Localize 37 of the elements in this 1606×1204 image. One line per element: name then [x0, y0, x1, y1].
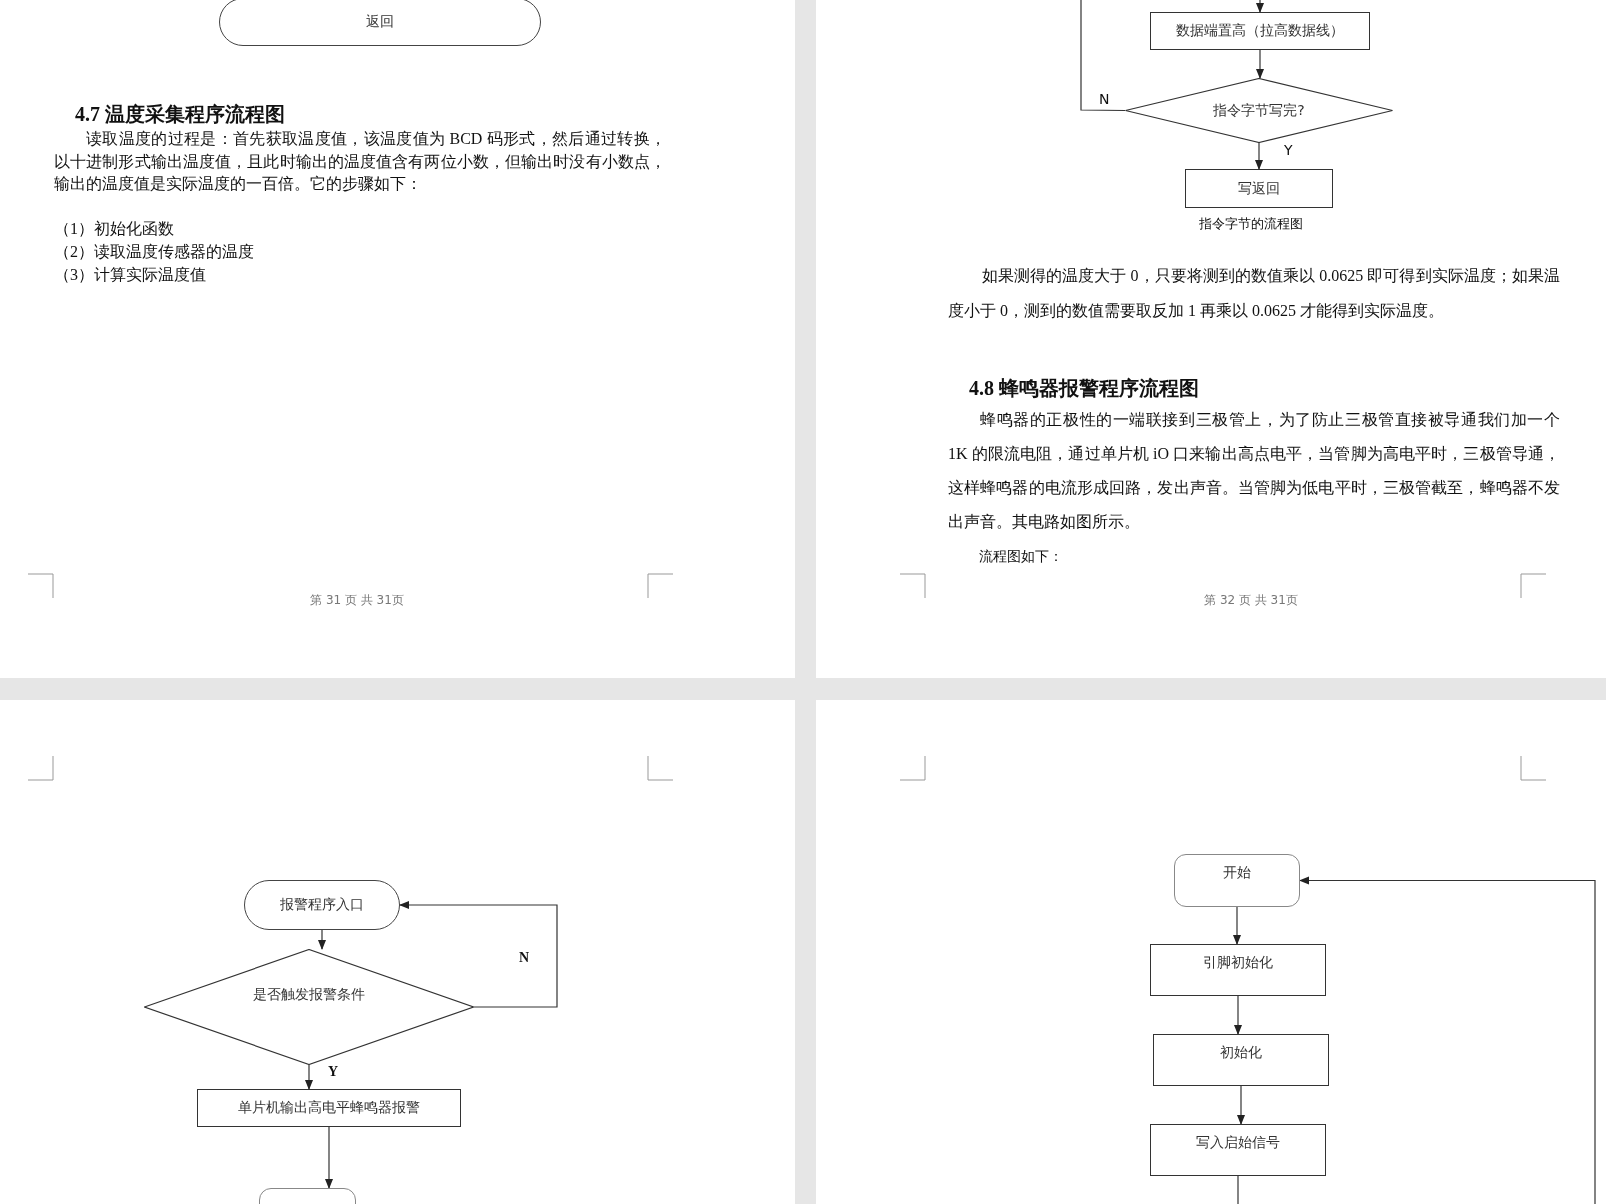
page-footer: 第 32 页 共 31页: [1151, 592, 1351, 608]
arrow: [1256, 0, 1264, 13]
body-paragraph: 如果测得的温度大于 0，只要将测到的数值乘以 0.0625 即可得到实际温度；如果温度小于 0，测到的数值需要取反加 1 再乘以 0.0625 才能得到实际温度。: [948, 266, 1560, 321]
arrow: [399, 901, 558, 1008]
section-heading: 4.8 蜂鸣器报警程序流程图: [969, 376, 1200, 401]
connector-line: [1237, 1175, 1239, 1204]
arrow: [318, 929, 326, 950]
arrow: [325, 1126, 333, 1189]
process-box: 写返回: [1185, 169, 1333, 208]
connector-line: [1080, 0, 1126, 112]
edge-label: N: [1097, 91, 1112, 107]
decision-diamond: 指令字节写完?: [1125, 78, 1393, 143]
edge-label: Y: [1282, 142, 1295, 158]
arrow: [1234, 995, 1242, 1035]
terminal-box: 开始: [1174, 854, 1300, 907]
body-paragraph: 读取温度的过程是：首先获取温度值，该温度值为 BCD 码形式，然后通过转换，以十进制形式输出温度值，且此时输出的温度值含有两位小数，但输出时没有小数点，输出的温度值是实际温度的一百倍。它的步骤如下：: [54, 129, 666, 194]
list-item: （3）计算实际温度值: [54, 265, 207, 285]
body-paragraph: 蜂鸣器的正极性的一端联接到三极管上，为了防止三极管直接被导通我们加一个 1K 的限流电阻，通过单片机 iO 口来输出高点电平，当管脚为高电平时，三极管导通，这样蜂鸣器的电流形成回路，发出声音。当管脚为低电平时，三极管截至，蜂鸣器不发出声音。其电路如图所示。: [948, 410, 1560, 532]
decision-diamond: 是否触发报警条件: [144, 949, 474, 1065]
arrow: [1256, 49, 1264, 79]
figure-caption: 指令字节的流程图: [1198, 216, 1304, 232]
process-box: 单片机输出高电平蜂鸣器报警: [197, 1089, 461, 1127]
process-box: 初始化: [1153, 1034, 1329, 1086]
process-box: 数据端置高（拉高数据线）: [1150, 12, 1370, 50]
process-box: 写入启始信号: [1150, 1124, 1326, 1176]
arrow: [1233, 906, 1241, 945]
section-heading: 4.7 温度采集程序流程图: [75, 102, 286, 126]
arrow: [1237, 1085, 1245, 1125]
list-item: （2）读取温度传感器的温度: [54, 242, 255, 262]
arrow: [1255, 142, 1263, 170]
arrow: [1299, 876, 1596, 1204]
list-item: （1）初始化函数: [54, 219, 175, 239]
arrow: [305, 1064, 313, 1090]
terminal-box: 报警程序入口: [244, 880, 400, 930]
process-box: 引脚初始化: [1150, 944, 1326, 996]
page-footer: 第 31 页 共 31页: [257, 592, 457, 608]
body-text: 流程图如下：: [979, 547, 1064, 565]
